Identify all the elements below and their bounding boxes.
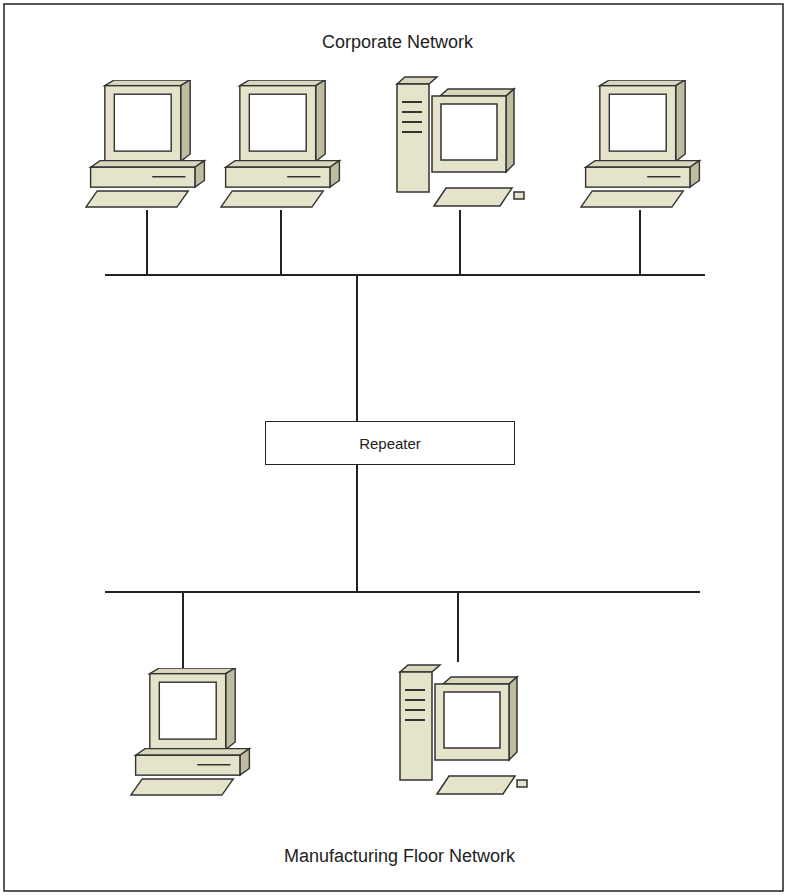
- frame: [4, 4, 783, 891]
- network-caption: Manufacturing Floor Network: [284, 846, 515, 867]
- desktop-computer: [221, 80, 340, 207]
- network-wires: [105, 210, 705, 668]
- tower-computer: [397, 77, 524, 206]
- desktop-computer: [86, 80, 205, 207]
- desktop-computer: [581, 80, 700, 207]
- device-label: Repeater: [359, 435, 421, 452]
- device-box: Repeater: [265, 421, 515, 465]
- desktop-computer: [131, 668, 250, 795]
- network-caption: Corporate Network: [322, 32, 473, 53]
- tower-computer: [400, 665, 527, 794]
